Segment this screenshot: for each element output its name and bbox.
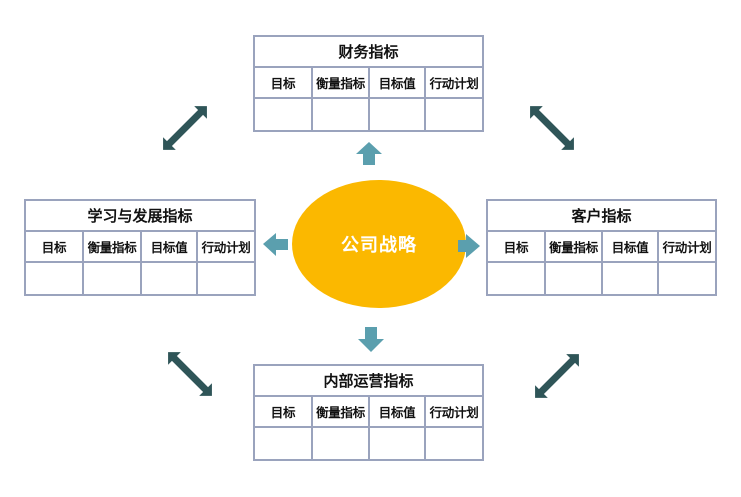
column-header-action-plan: 行动计划 bbox=[423, 395, 485, 428]
column-header-measure: 衡量指标 bbox=[311, 66, 370, 99]
column-header-measure: 衡量指标 bbox=[82, 230, 142, 263]
table-cell bbox=[311, 426, 370, 461]
column-header-goal: 目标 bbox=[253, 66, 313, 99]
column-header-target-value: 目标值 bbox=[368, 395, 426, 428]
table-cell bbox=[601, 261, 659, 296]
column-header-action-plan: 行动计划 bbox=[656, 230, 718, 263]
table-cell bbox=[195, 261, 257, 296]
column-header-measure: 衡量指标 bbox=[544, 230, 603, 263]
table-cell bbox=[368, 97, 426, 132]
column-header-target-value: 目标值 bbox=[601, 230, 659, 263]
table-cell bbox=[368, 426, 426, 461]
table-cell bbox=[656, 261, 718, 296]
double-arrow-icon bbox=[535, 354, 579, 398]
table-cell bbox=[140, 261, 198, 296]
column-header-goal: 目标 bbox=[486, 230, 546, 263]
table-cell bbox=[486, 261, 546, 296]
column-header-goal: 目标 bbox=[24, 230, 84, 263]
column-header-target-value: 目标值 bbox=[140, 230, 198, 263]
arrow-left-icon bbox=[263, 233, 288, 256]
table-title: 学习与发展指标 bbox=[23, 199, 257, 232]
customer-metrics-table: 客户指标 目标 衡量指标 目标值 行动计划 bbox=[485, 199, 718, 296]
learning-development-metrics-table: 学习与发展指标 目标 衡量指标 目标值 行动计划 bbox=[23, 199, 257, 296]
company-strategy-ellipse: 公司战略 bbox=[292, 180, 466, 308]
column-header-goal: 目标 bbox=[253, 395, 313, 428]
finance-metrics-table: 财务指标 目标 衡量指标 目标值 行动计划 bbox=[252, 35, 485, 132]
double-arrow-icon bbox=[163, 106, 207, 150]
column-header-action-plan: 行动计划 bbox=[423, 66, 485, 99]
arrow-down-icon bbox=[358, 327, 384, 352]
table-cell bbox=[24, 261, 84, 296]
table-title: 内部运营指标 bbox=[252, 364, 485, 397]
table-cell bbox=[82, 261, 142, 296]
double-arrow-icon bbox=[530, 106, 574, 150]
table-cell bbox=[253, 97, 313, 132]
table-cell bbox=[423, 97, 485, 132]
table-title: 财务指标 bbox=[252, 35, 485, 68]
table-cell bbox=[253, 426, 313, 461]
arrow-right-icon bbox=[458, 234, 480, 258]
internal-operations-metrics-table: 内部运营指标 目标 衡量指标 目标值 行动计划 bbox=[252, 364, 485, 461]
double-arrow-icon bbox=[168, 352, 212, 396]
table-cell bbox=[544, 261, 603, 296]
arrow-up-icon bbox=[356, 142, 382, 165]
table-cell bbox=[311, 97, 370, 132]
table-title: 客户指标 bbox=[485, 199, 718, 232]
column-header-target-value: 目标值 bbox=[368, 66, 426, 99]
column-header-measure: 衡量指标 bbox=[311, 395, 370, 428]
company-strategy-label: 公司战略 bbox=[341, 235, 417, 256]
table-cell bbox=[423, 426, 485, 461]
column-header-action-plan: 行动计划 bbox=[195, 230, 257, 263]
